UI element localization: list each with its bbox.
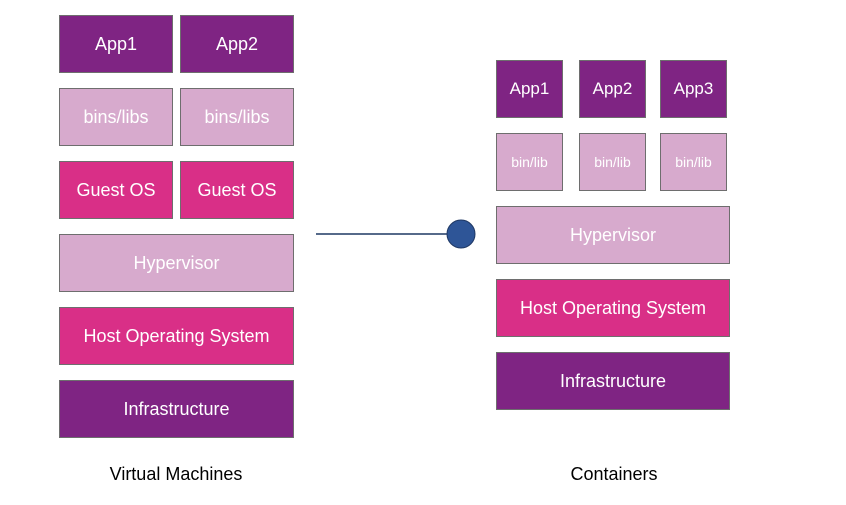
vm-app2-block: App2 bbox=[180, 15, 294, 73]
container-bin-lib-block-3: bin/lib bbox=[660, 133, 727, 191]
vm-app1-block: App1 bbox=[59, 15, 173, 73]
container-app2-block: App2 bbox=[579, 60, 646, 118]
container-bin-lib-block-1: bin/lib bbox=[496, 133, 563, 191]
vm-caption: Virtual Machines bbox=[109, 464, 243, 484]
vm-bins-libs-block-2: bins/libs bbox=[180, 88, 294, 146]
container-host-os-block: Host Operating System bbox=[496, 279, 730, 337]
container-app3-block: App3 bbox=[660, 60, 727, 118]
vm-hypervisor-block: Hypervisor bbox=[59, 234, 294, 292]
container-hypervisor-block: Hypervisor bbox=[496, 206, 730, 264]
vm-guest-os-block-1: Guest OS bbox=[59, 161, 173, 219]
container-bin-lib-block-2: bin/lib bbox=[579, 133, 646, 191]
container-app1-block: App1 bbox=[496, 60, 563, 118]
vm-host-os-block: Host Operating System bbox=[59, 307, 294, 365]
containers-caption: Containers bbox=[570, 464, 658, 484]
container-infrastructure-block: Infrastructure bbox=[496, 352, 730, 410]
connector-dot bbox=[446, 219, 476, 249]
vm-bins-libs-block-1: bins/libs bbox=[59, 88, 173, 146]
vm-guest-os-block-2: Guest OS bbox=[180, 161, 294, 219]
vm-infrastructure-block: Infrastructure bbox=[59, 380, 294, 438]
